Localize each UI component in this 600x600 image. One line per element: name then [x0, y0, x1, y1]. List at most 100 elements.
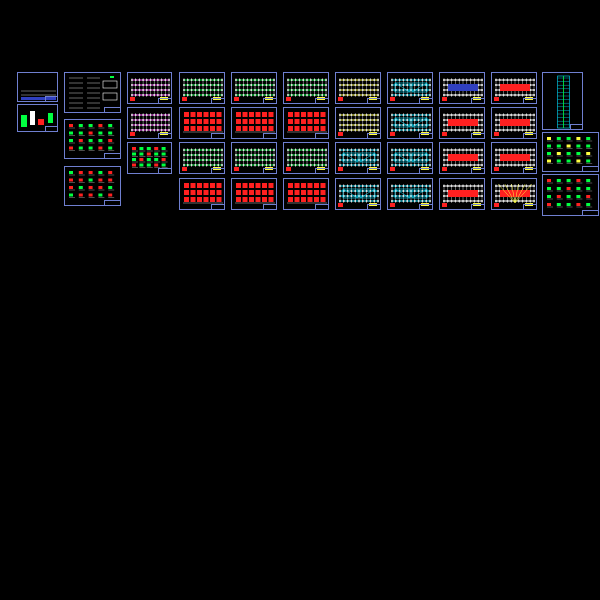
title-block	[158, 98, 171, 103]
sheet-drawing	[494, 78, 535, 101]
sheet-drawing	[338, 113, 379, 136]
drawing-sheet-plan-blue-band[interactable]	[439, 72, 485, 104]
title-block	[522, 133, 536, 138]
sheet-drawing	[183, 112, 223, 133]
sheet-drawing	[390, 148, 431, 171]
drawing-sheet-plan-cyan[interactable]	[335, 178, 381, 210]
sheet-drawing	[130, 78, 170, 101]
sheet-drawing	[338, 78, 379, 101]
sheet-drawing	[286, 78, 327, 101]
sheet-drawing	[547, 137, 593, 164]
sheet-drawing	[69, 171, 115, 198]
sheet-drawing	[21, 90, 56, 100]
drawing-sheet-elevation-tall[interactable]	[542, 72, 583, 130]
drawing-sheet-plan-red-band[interactable]	[439, 142, 485, 174]
sheet-drawing	[132, 147, 168, 168]
drawing-sheet-schedule-red[interactable]	[231, 107, 277, 139]
drawing-sheet-plan-pink[interactable]	[127, 72, 172, 104]
drawing-sheet-schedule-red[interactable]	[283, 178, 329, 210]
title-block	[314, 168, 328, 173]
drawing-sheet-plan-cyan[interactable]	[387, 107, 433, 139]
sheet-drawing	[557, 75, 570, 129]
drawing-sheet-schedule-red[interactable]	[179, 178, 225, 210]
sheet-drawing	[235, 112, 275, 133]
title-block	[418, 168, 432, 173]
title-block	[103, 200, 120, 205]
title-block	[470, 98, 484, 103]
title-block	[210, 98, 224, 103]
sheet-drawing	[494, 183, 535, 207]
title-block	[45, 126, 57, 131]
sheet-drawing	[287, 183, 327, 204]
drawing-sheet-plan-red-band[interactable]	[439, 178, 485, 210]
drawing-sheet-schedule-red[interactable]	[283, 107, 329, 139]
sheet-drawing	[69, 124, 115, 151]
drawing-sheet-legend[interactable]	[17, 104, 58, 132]
title-block	[581, 210, 598, 215]
drawing-sheet-plan-grid[interactable]	[283, 72, 329, 104]
sheet-drawing	[442, 113, 483, 136]
title-block	[210, 204, 224, 209]
title-block	[314, 204, 328, 209]
drawing-sheet-notes[interactable]	[64, 72, 121, 113]
sheet-drawing	[183, 183, 223, 204]
drawing-sheet-plan-yellow[interactable]	[335, 72, 381, 104]
title-block	[418, 133, 432, 138]
drawing-sheet-plan-cyan[interactable]	[387, 72, 433, 104]
drawing-sheet-plan-fan[interactable]	[491, 178, 537, 210]
sheet-drawing	[442, 78, 483, 101]
sheet-drawing	[338, 184, 379, 207]
sheet-drawing	[234, 148, 275, 171]
title-block	[158, 133, 171, 138]
title-block	[366, 204, 380, 209]
drawing-sheet-details-green[interactable]	[127, 142, 172, 174]
drawing-sheet-plan-grid[interactable]	[179, 142, 225, 174]
drawing-sheet-plan-red-band[interactable]	[491, 72, 537, 104]
title-block	[470, 204, 484, 209]
sheet-drawing	[69, 76, 118, 109]
title-block	[210, 133, 224, 138]
drawing-sheet-plan-grid[interactable]	[283, 142, 329, 174]
sheet-drawing	[390, 78, 431, 101]
drawing-sheet-details-mixed[interactable]	[542, 132, 599, 172]
title-block	[366, 98, 380, 103]
title-block	[581, 166, 598, 171]
title-block	[158, 168, 171, 173]
sheet-drawing	[494, 113, 535, 136]
drawing-sheet-schedule-red[interactable]	[179, 107, 225, 139]
drawing-sheet-plan-red-band[interactable]	[439, 107, 485, 139]
title-block	[570, 124, 582, 129]
sheet-drawing	[547, 179, 593, 208]
sheet-drawing	[287, 112, 327, 133]
title-block	[522, 98, 536, 103]
title-block	[366, 168, 380, 173]
drawing-sheet-plan-cyan[interactable]	[387, 142, 433, 174]
title-block	[418, 98, 432, 103]
title-block	[262, 204, 276, 209]
title-block	[522, 204, 536, 209]
title-block	[418, 204, 432, 209]
title-block	[103, 107, 120, 112]
drawing-sheet-plan-cyan[interactable]	[387, 178, 433, 210]
drawing-sheet-schedule-red[interactable]	[231, 178, 277, 210]
title-block	[366, 133, 380, 138]
title-block	[262, 98, 276, 103]
sheet-drawing	[21, 111, 53, 127]
drawing-sheet-plan-grid[interactable]	[231, 142, 277, 174]
drawing-sheet-details-green[interactable]	[64, 119, 121, 159]
drawing-sheet-plan-red-band[interactable]	[491, 142, 537, 174]
drawing-sheet-plan-yellow[interactable]	[335, 107, 381, 139]
title-block	[470, 168, 484, 173]
drawing-sheet-details-red[interactable]	[64, 166, 121, 206]
drawing-sheet-cover[interactable]	[17, 72, 58, 102]
title-block	[522, 168, 536, 173]
drawing-sheet-plan-pink[interactable]	[127, 107, 172, 139]
title-block	[314, 98, 328, 103]
title-block	[45, 96, 57, 101]
drawing-sheet-plan-grid[interactable]	[231, 72, 277, 104]
title-block	[262, 168, 276, 173]
drawing-sheet-plan-grid[interactable]	[179, 72, 225, 104]
drawing-sheet-plan-red-band[interactable]	[491, 107, 537, 139]
drawing-sheet-plan-cyan[interactable]	[335, 142, 381, 174]
drawing-sheet-details-green[interactable]	[542, 174, 599, 216]
